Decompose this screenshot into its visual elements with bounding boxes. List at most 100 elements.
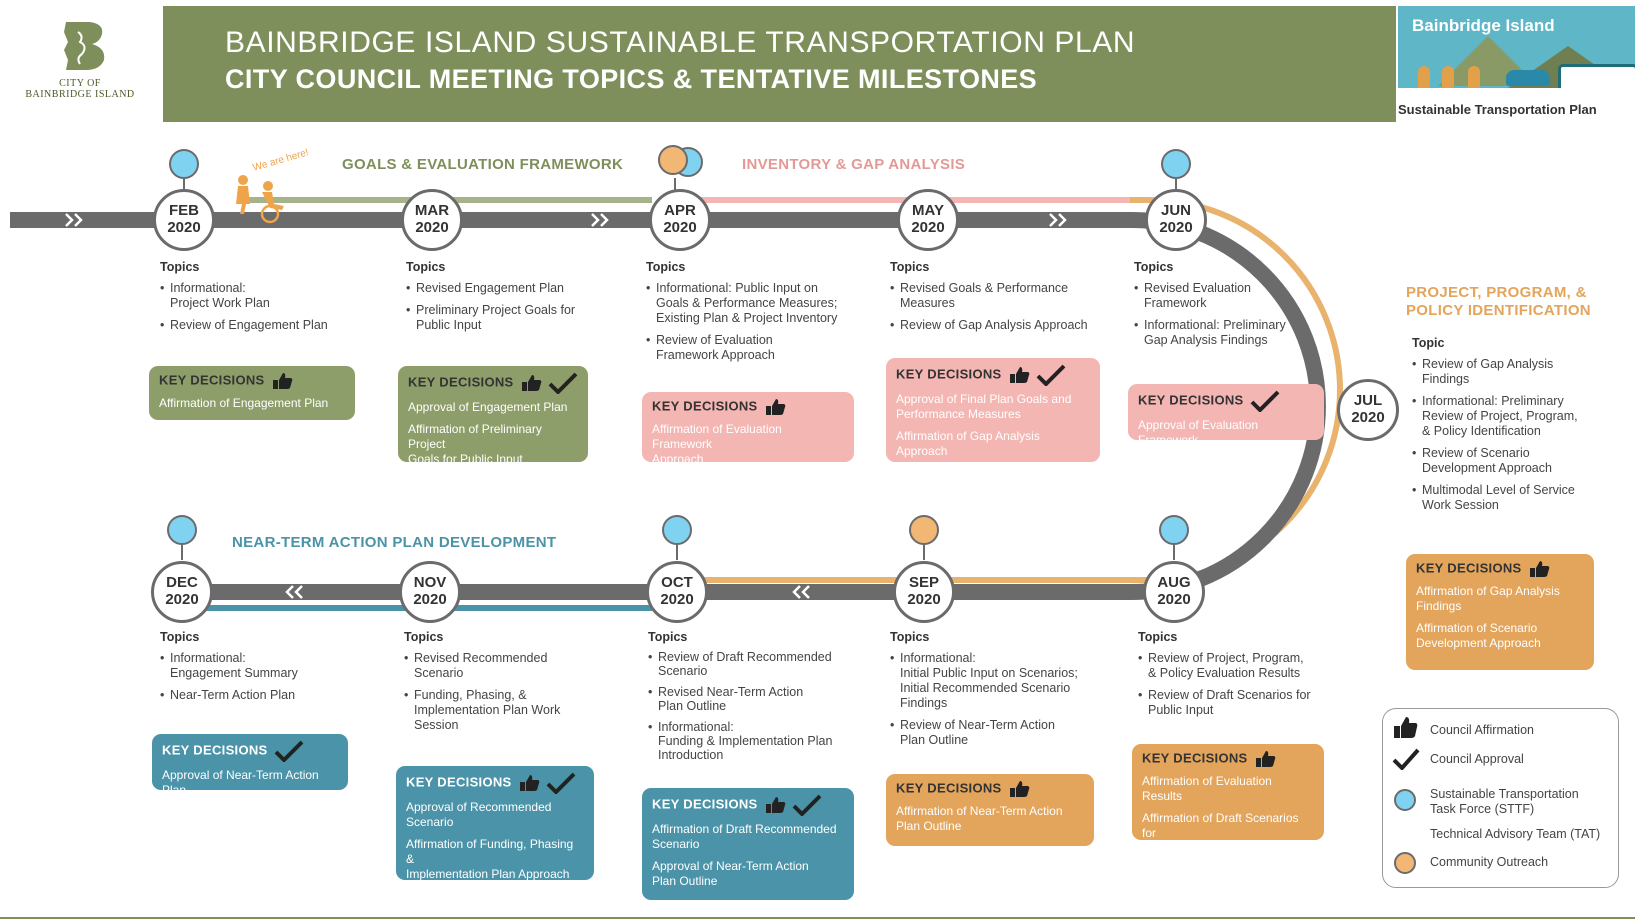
key-decisions-oct: KEY DECISIONS Affirmation of Draft Recom…: [642, 788, 854, 900]
decision-item: Affirmation of Draft Scenarios for Publi…: [1142, 811, 1299, 855]
key-decisions-nov: KEY DECISIONS Approval of Recommended Sc…: [396, 766, 594, 881]
sttf-dot: [1161, 149, 1191, 179]
legend-sttf: Sustainable Transportation Task Force (S…: [1430, 787, 1579, 816]
list-item: Review of Draft Recommended Scenario: [648, 650, 868, 678]
checkmark-icon: [1392, 748, 1420, 770]
list-item: Revised Goals & Performance Measures: [890, 281, 1110, 311]
topics-nov: Topics Revised Recommended ScenarioFundi…: [404, 630, 604, 740]
decision-item: Approval of Near-Term Action Plan Outlin…: [652, 859, 809, 888]
thumbs-up-icon: [519, 775, 539, 791]
city-logo: CITY OF BAINBRIDGE ISLAND: [0, 0, 160, 120]
legend-approval: Council Approval: [1430, 752, 1524, 766]
decision-item: Affirmation of Draft Recommended Scenari…: [652, 822, 837, 851]
key-decisions-dec: KEY DECISIONS Approval of Near-Term Acti…: [152, 734, 348, 797]
decision-item: Affirmation of Evaluation Framework Appr…: [652, 422, 782, 466]
checkmark-icon: [792, 794, 821, 816]
list-item: Informational: Preliminary Gap Analysis …: [1134, 318, 1334, 348]
section-inventory: INVENTORY & GAP ANALYSIS: [742, 156, 966, 173]
topics-feb: Topics Informational: Project Work PlanR…: [160, 260, 370, 340]
topics-apr: Topics Informational: Public Input on Go…: [646, 260, 866, 370]
cyclist-icon: [1468, 66, 1480, 88]
page-subtitle: CITY COUNCIL MEETING TOPICS & TENTATIVE …: [225, 64, 1038, 94]
list-item: Review of Project, Program, & Policy Eva…: [1138, 651, 1338, 681]
list-item: Revised Evaluation Framework: [1134, 281, 1334, 311]
arrow-icons: [65, 213, 1357, 599]
list-item: Review of Evaluation Framework Approach: [646, 333, 866, 363]
key-decisions-aug: KEY DECISIONS Affirmation of Evaluation …: [1132, 744, 1324, 855]
topics-jul: Topic Review of Gap Analysis FindingsInf…: [1412, 336, 1622, 520]
sttf-dot: [167, 515, 197, 545]
list-item: Preliminary Project Goals for Public Inp…: [406, 303, 616, 333]
key-decisions-feb: KEY DECISIONS Affirmation of Engagement …: [149, 366, 355, 420]
thumbs-up-icon: [765, 399, 785, 415]
outreach-dot: [909, 515, 939, 545]
list-item: Informational: Preliminary Review of Pro…: [1412, 394, 1622, 439]
topics-jun: Topics Revised Evaluation FrameworkInfor…: [1134, 260, 1334, 355]
pedestrian-icon: [1418, 66, 1430, 88]
sttf-legend-dot: [1394, 789, 1416, 811]
plan-logo: Bainbridge Island Sustainable Transporta…: [1398, 6, 1635, 122]
list-item: Informational: Project Work Plan: [160, 281, 370, 311]
car-icon: [1506, 70, 1550, 86]
list-item: Review of Gap Analysis Findings: [1412, 357, 1622, 387]
decision-item: Affirmation of Engagement Plan: [159, 396, 329, 410]
key-decisions-jul: KEY DECISIONS Affirmation of Gap Analysi…: [1406, 554, 1594, 670]
thumbs-up-icon: [1529, 561, 1549, 577]
list-item: Funding, Phasing, & Implementation Plan …: [404, 688, 604, 733]
key-decisions-sep: KEY DECISIONS Affirmation of Near-Term A…: [886, 774, 1094, 846]
title-banner: BAINBRIDGE ISLAND SUSTAINABLE TRANSPORTA…: [163, 6, 1396, 122]
key-decisions-mar: KEY DECISIONS Approval of Engagement Pla…: [398, 366, 588, 466]
legend: [1382, 708, 1619, 888]
list-item: Multimodal Level of Service Work Session: [1412, 483, 1622, 513]
decision-item: Approval of Recommended Scenario: [406, 800, 552, 829]
plan-logo-bottom: Sustainable Transportation Plan: [1398, 102, 1597, 117]
list-item: Review of Scenario Development Approach: [1412, 446, 1622, 476]
pedestrian-icon: [1442, 66, 1454, 88]
list-item: Review of Near-Term Action Plan Outline: [890, 718, 1110, 748]
outreach-legend-dot: [1394, 852, 1416, 874]
decision-item: Approval of Evaluation Framework: [1138, 418, 1259, 447]
decision-item: Approval of Near-Term Action Plan: [162, 768, 319, 797]
legend-outreach: Community Outreach: [1430, 855, 1549, 869]
list-item: Revised Engagement Plan: [406, 281, 616, 296]
checkmark-icon: [1250, 390, 1279, 412]
thumbs-up-icon: [1009, 781, 1029, 797]
sttf-dot: [1159, 515, 1189, 545]
page-title: BAINBRIDGE ISLAND SUSTAINABLE TRANSPORTA…: [225, 26, 1136, 59]
legend-tat: Technical Advisory Team (TAT): [1430, 827, 1601, 841]
checkmark-icon: [546, 772, 575, 794]
decision-item: Affirmation of Near-Term Action Plan Out…: [896, 804, 1063, 833]
topics-oct: Topics Review of Draft Recommended Scena…: [648, 630, 868, 769]
decision-item: Affirmation of Scenario Development Appr…: [1416, 621, 1541, 650]
thumbs-up-icon: [272, 373, 292, 389]
list-item: Informational: Public Input on Goals & P…: [646, 281, 866, 326]
pedestrian-wheelchair-icon: [236, 175, 284, 224]
list-item: Review of Engagement Plan: [160, 318, 370, 333]
thumbs-up-icon: [765, 797, 785, 813]
decision-item: Affirmation of Funding, Phasing & Implem…: [406, 837, 574, 881]
section-goals: GOALS & EVALUATION FRAMEWORK: [342, 156, 624, 173]
topics-sep: Topics Informational: Initial Public Inp…: [890, 630, 1110, 755]
thumbs-up-icon: [1009, 367, 1029, 383]
key-decisions-jun: KEY DECISIONS Approval of Evaluation Fra…: [1128, 384, 1324, 447]
decision-item: Approval of Final Plan Goals and Perform…: [896, 392, 1072, 421]
list-item: Review of Draft Scenarios for Public Inp…: [1138, 688, 1338, 718]
topics-mar: Topics Revised Engagement PlanPreliminar…: [406, 260, 616, 340]
plan-logo-top: Bainbridge Island: [1412, 16, 1555, 35]
decision-item: Affirmation of Gap Analysis Findings: [1416, 584, 1560, 613]
checkmark-icon: [1036, 364, 1065, 386]
list-item: Near-Term Action Plan: [160, 688, 360, 703]
list-item: Revised Recommended Scenario: [404, 651, 604, 681]
list-item: Revised Near-Term Action Plan Outline: [648, 685, 868, 713]
topics-may: Topics Revised Goals & Performance Measu…: [890, 260, 1110, 340]
